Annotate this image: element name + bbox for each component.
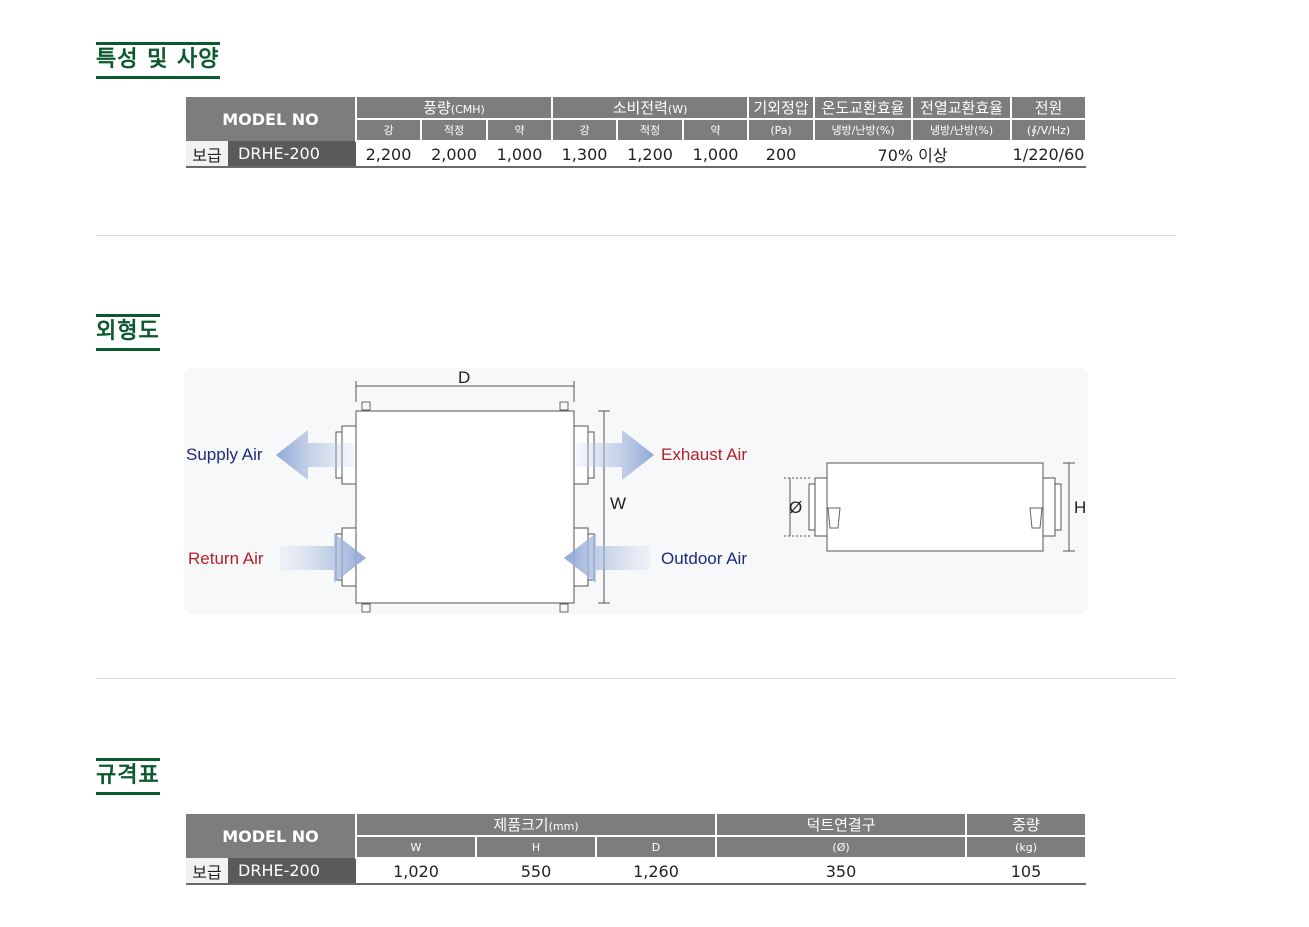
row-model: DRHE-200 <box>228 141 356 168</box>
outdoor-air-arrow <box>564 533 650 583</box>
power-supply-unit: (∮/V/Hz) <box>1011 119 1088 142</box>
model-no-header: MODEL NO <box>186 97 357 141</box>
duct-header: 덕트연결구 <box>716 814 968 837</box>
airflow-strong-value: 2,200 <box>356 141 421 168</box>
model-no-header: MODEL NO <box>186 814 357 858</box>
airflow-header: 풍량(CMH) <box>356 97 554 120</box>
size-h-header: H <box>476 836 597 859</box>
spec-table: MODEL NO 풍량(CMH) 소비전력(W) 기외정압 온도교환효율 전열교… <box>186 97 1088 168</box>
airflow-level-normal: 적정 <box>421 119 488 142</box>
power-strong-value: 1,300 <box>552 141 618 168</box>
size-w-header: W <box>356 836 477 859</box>
duct-value: 350 <box>716 858 967 885</box>
outdoor-air-label: Outdoor Air <box>661 549 747 568</box>
power-normal-value: 1,200 <box>617 141 684 168</box>
size-h-value: 550 <box>476 858 596 885</box>
size-w-value: 1,020 <box>356 858 476 885</box>
outline-section-title: 외형도 <box>96 314 160 351</box>
row-label: 보급 <box>186 141 228 168</box>
dim-phi-label: Ø <box>789 498 803 517</box>
divider <box>96 678 1176 679</box>
dim-h-label: H <box>1074 498 1087 517</box>
temp-efficiency-sub: 냉방/난방(%) <box>814 119 914 142</box>
static-pressure-unit: (Pa) <box>748 119 816 142</box>
supply-air-label: Supply Air <box>186 445 263 464</box>
row-label: 보급 <box>186 858 228 885</box>
power-level-strong: 강 <box>552 119 619 142</box>
diagram-drawing <box>276 381 1075 613</box>
power-weak-value: 1,000 <box>683 141 749 168</box>
dimension-section-title: 규격표 <box>96 758 160 795</box>
power-supply-value: 1/220/60 <box>1011 141 1087 168</box>
power-header: 소비전력(W) <box>552 97 750 120</box>
return-air-label: Return Air <box>188 549 264 568</box>
table-row: 보급 DRHE-200 1,020 550 1,260 350 105 <box>186 858 1087 885</box>
airflow-level-weak: 약 <box>487 119 554 142</box>
enthalpy-efficiency-sub: 냉방/난방(%) <box>912 119 1013 142</box>
size-d-header: D <box>596 836 718 859</box>
power-level-weak: 약 <box>683 119 750 142</box>
size-header: 제품크기(mm) <box>356 814 718 837</box>
return-air-arrow <box>280 533 366 583</box>
efficiency-value: 70% 이상 <box>814 141 1012 168</box>
exhaust-air-label: Exhaust Air <box>661 445 747 464</box>
weight-header: 중량 <box>966 814 1088 837</box>
static-pressure-value: 200 <box>748 141 815 168</box>
size-d-value: 1,260 <box>596 858 717 885</box>
temp-efficiency-header: 온도교환효율 <box>814 97 914 120</box>
duct-unit: (Ø) <box>716 836 968 859</box>
airflow-level-strong: 강 <box>356 119 422 142</box>
weight-unit: (kg) <box>966 836 1088 859</box>
power-supply-header: 전원 <box>1011 97 1088 120</box>
static-pressure-header: 기외정압 <box>748 97 816 120</box>
airflow-weak-value: 1,000 <box>487 141 553 168</box>
dim-d-label: D <box>458 368 471 387</box>
divider <box>96 235 1176 236</box>
outline-diagram: D W Ø H Supply Air Return Air Exhaust Ai… <box>184 368 1088 614</box>
spec-section-title: 특성 및 사양 <box>96 42 220 79</box>
table-row: 보급 DRHE-200 2,200 2,000 1,000 1,300 1,20… <box>186 141 1087 168</box>
dim-w-label: W <box>610 494 627 513</box>
airflow-normal-value: 2,000 <box>421 141 487 168</box>
dimension-table: MODEL NO 제품크기(mm) 덕트연결구 중량 W H D (Ø) (kg… <box>186 814 1088 885</box>
enthalpy-efficiency-header: 전열교환효율 <box>912 97 1013 120</box>
power-level-normal: 적정 <box>617 119 685 142</box>
row-model: DRHE-200 <box>228 858 356 885</box>
supply-air-arrow <box>276 430 354 480</box>
weight-value: 105 <box>966 858 1087 885</box>
exhaust-air-arrow <box>576 430 654 480</box>
